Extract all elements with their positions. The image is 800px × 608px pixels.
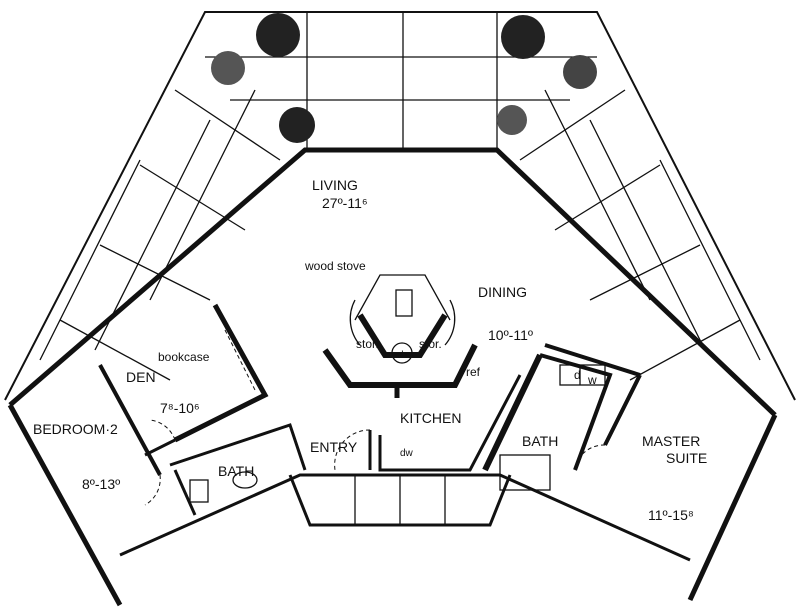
dining-label: DINING (478, 284, 527, 300)
tree-icon (279, 107, 315, 143)
washer-label: w (587, 373, 597, 387)
bedroom2-label: BEDROOM·2 (33, 421, 118, 437)
room-labels: LIVING 27º-11⁶ DINING 10º-11º KITCHEN EN… (33, 177, 707, 523)
dryer-label: d (574, 368, 581, 382)
walls (7, 147, 778, 607)
deck (4, 11, 796, 401)
tree-icon (256, 13, 300, 57)
dining-size: 10º-11º (488, 327, 533, 343)
living-label: LIVING (312, 177, 358, 193)
tree-icon (497, 105, 527, 135)
dishwasher-label: dw (400, 448, 414, 459)
trees (211, 13, 597, 143)
ref-label: ref (466, 365, 481, 379)
master-suite-label: MASTER (642, 433, 700, 449)
tree-icon (563, 55, 597, 89)
bookcase-label: bookcase (158, 350, 210, 364)
den-label: DEN (126, 369, 156, 385)
fixture-labels: wood stove bookcase stor. stor. wh ref d… (158, 259, 597, 459)
storage-left-label: stor. (356, 337, 379, 351)
master-bath-label: BATH (522, 433, 558, 449)
water-heater-label: wh (393, 350, 407, 361)
wood-stove-label: wood stove (304, 259, 366, 273)
bedroom2-size: 8º-13º (82, 476, 120, 492)
kitchen-label: KITCHEN (400, 410, 461, 426)
master-suite-size: 11º-15⁸ (648, 507, 694, 523)
storage-right-label: stor. (419, 337, 442, 351)
living-size: 27º-11⁶ (322, 195, 368, 211)
entry-label: ENTRY (310, 439, 358, 455)
bath-label: BATH (218, 463, 254, 479)
master-suite-label-2: SUITE (666, 450, 707, 466)
den-size: 7⁸-10⁶ (160, 400, 200, 416)
tree-icon (211, 51, 245, 85)
tree-icon (501, 15, 545, 59)
